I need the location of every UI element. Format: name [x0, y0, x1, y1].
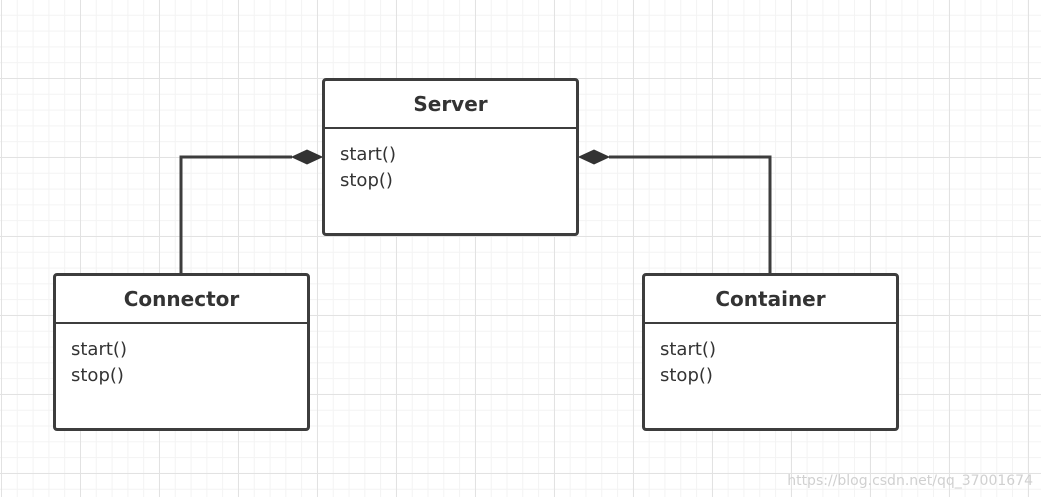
- method-list: start() stop(): [56, 324, 307, 389]
- class-name: Container: [645, 276, 896, 324]
- method-stop: stop(): [340, 170, 393, 191]
- method-start: start(): [340, 144, 396, 165]
- watermark: https://blog.csdn.net/qq_37001674: [787, 473, 1033, 489]
- class-name: Server: [325, 81, 576, 129]
- composition-line-connector: [179, 155, 292, 273]
- class-container[interactable]: Container start() stop(): [642, 273, 899, 431]
- class-connector[interactable]: Connector start() stop(): [53, 273, 310, 431]
- class-server[interactable]: Server start() stop(): [322, 78, 579, 236]
- method-list: start() stop(): [325, 129, 576, 194]
- composition-diamond-container: [577, 149, 611, 165]
- composition-line-container: [609, 155, 772, 273]
- method-list: start() stop(): [645, 324, 896, 389]
- class-name: Connector: [56, 276, 307, 324]
- method-start: start(): [71, 339, 127, 360]
- method-start: start(): [660, 339, 716, 360]
- method-stop: stop(): [660, 365, 713, 386]
- composition-diamond-connector: [290, 149, 324, 165]
- method-stop: stop(): [71, 365, 124, 386]
